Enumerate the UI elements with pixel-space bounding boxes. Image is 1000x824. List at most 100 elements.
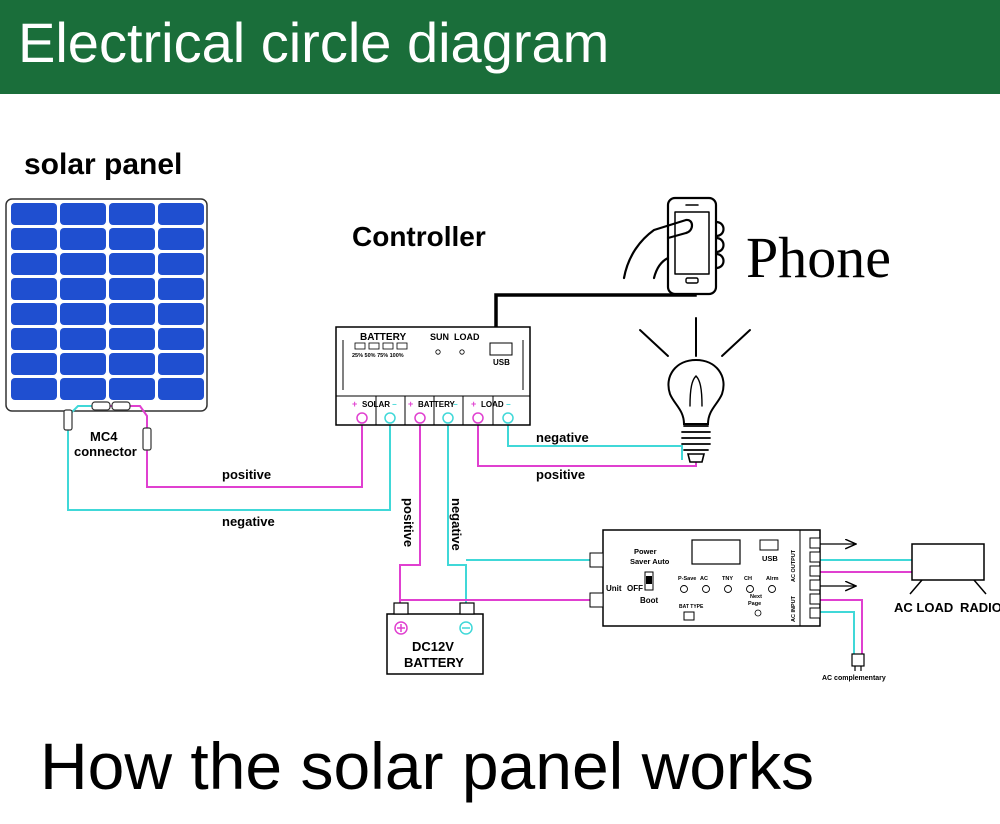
solar-cell [158,203,204,225]
inverter-bat-type: BAT TYPE [679,604,704,610]
solar-cell [60,303,106,325]
solar-cell [109,278,155,300]
label-wire-negative-lamp: negative [536,430,589,445]
inverter-power-saver-1: Power [634,547,657,556]
solar-cell [11,203,57,225]
battery-12v [386,602,484,675]
solar-cell [60,228,106,250]
label-battery-2: BATTERY [404,655,464,670]
solar-cell [60,278,106,300]
solar-cell [158,278,204,300]
controller-sun-label: SUN [430,332,449,342]
label-wire-positive-battery: positive [401,498,416,547]
controller-battery-leds [354,342,408,350]
inverter-display [691,539,741,565]
solar-cell [109,303,155,325]
wire-lamp-positive [477,418,697,467]
inverter-indicator-label: P-Save [678,576,696,582]
inverter-ac-input: AC INPUT [791,595,797,622]
solar-cell [158,328,204,350]
label-ac-load: AC LOAD [894,600,953,615]
solar-cell [11,303,57,325]
controller-terminals [356,412,514,424]
inverter-ac-output: AC OUTPUT [791,549,797,582]
charge-controller: BATTERY 25% 50% 75% 100% SUN LOAD USB + … [335,326,531,426]
mc4-connector [63,401,152,451]
controller-levels: 25% 50% 75% 100% [352,353,404,359]
solar-cell [11,353,57,375]
inverter-indicator-label: CH [744,576,752,582]
solar-cell [109,253,155,275]
wire-panel-negative [67,405,391,511]
inverter-indicator-led [702,585,710,593]
wire-battery-negative [447,418,467,605]
inverter-usb-port [759,539,779,551]
inverter-indicator-led [680,585,688,593]
solar-cell [109,328,155,350]
circuit-diagram: BATTERY 25% 50% 75% 100% SUN LOAD USB + … [5,196,1000,682]
label-wire-negative-battery: negative [449,498,464,551]
label-ac-complementary: AC complementary [822,675,886,682]
wire-battery-positive [399,418,421,605]
controller-sun-led [435,349,441,355]
solar-cell [11,378,57,400]
wires [67,405,912,654]
solar-panel-cells [11,203,204,400]
solar-cell [109,203,155,225]
wire-lamp-negative [507,418,683,460]
wire-ac-input-positive [820,599,863,654]
terminal-load-label: LOAD [481,400,504,409]
solar-cell [109,353,155,375]
inverter-next-2: Page [748,601,761,607]
label-wire-positive-lamp: positive [536,467,585,482]
label-mc4-1: MC4 [90,429,118,444]
solar-panel [5,198,208,412]
inverter-power-saver-2: Saver Auto [630,557,670,566]
solar-cell [11,278,57,300]
plus-sign: + [352,399,357,409]
label-radio: RADIO [960,600,1000,615]
svg-text:−: − [392,400,397,409]
solar-cell [11,228,57,250]
solar-cell [109,378,155,400]
inverter: Power Saver Auto USB Unit OFF Boot P-Sav… [589,529,821,627]
page-title: Electrical circle diagram [18,11,610,74]
title-banner: Electrical circle diagram [0,0,1000,94]
solar-cell [60,378,106,400]
wire-ac-input-negative [820,611,855,654]
solar-cell [109,228,155,250]
solar-cell [158,253,204,275]
inverter-indicator-led [724,585,732,593]
svg-text:+: + [408,399,413,409]
svg-text:−: − [453,400,458,409]
wire-panel-positive [106,405,363,488]
label-battery-1: DC12V [412,639,454,654]
inverter-usb-label: USB [762,554,778,563]
inverter-indicator-label: TNY [722,576,733,582]
solar-cell [158,228,204,250]
solar-cell [158,353,204,375]
solar-cell [60,203,106,225]
inverter-indicator-label: AC [700,576,708,582]
inverter-unit-label: Unit [606,584,622,593]
label-phone: Phone [746,225,891,290]
label-solar-panel: solar panel [24,148,183,181]
svg-text:−: − [506,400,511,409]
inverter-off-label: OFF [627,584,643,593]
label-controller: Controller [352,221,486,252]
solar-cell [60,328,106,350]
inverter-boot-label: Boot [640,596,659,605]
ac-load-device [909,543,987,595]
solar-cell [11,328,57,350]
phone-hand-icon [622,196,725,296]
controller-battery-label: BATTERY [360,332,406,343]
inverter-next-1: Next [750,594,762,600]
inverter-indicator-led [746,585,754,593]
lightbulb-icon [639,317,751,463]
solar-cell [60,253,106,275]
solar-cell [11,253,57,275]
ac-arrows [820,544,856,586]
solar-cell [158,378,204,400]
label-wire-negative-panel: negative [222,514,275,529]
